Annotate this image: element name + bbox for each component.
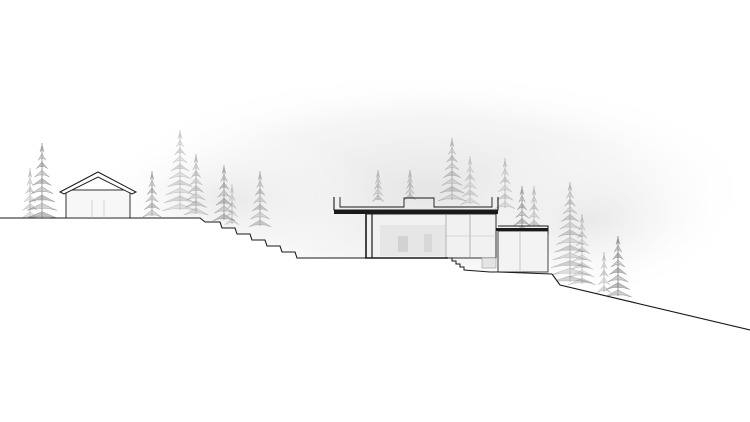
conifer-tree-icon — [547, 182, 593, 284]
conifer-tree-icon — [437, 138, 467, 202]
conifer-tree-icon — [372, 170, 384, 202]
conifer-tree-icon — [20, 168, 40, 219]
conifer-tree-icon — [25, 143, 59, 219]
conifer-tree-icon — [460, 156, 480, 205]
conifer-tree-icon — [596, 252, 612, 293]
conifer-tree-icon — [142, 171, 162, 218]
terrain-line-lower — [551, 273, 750, 331]
conifer-tree-icon — [224, 184, 240, 225]
conifer-tree-icon — [162, 130, 198, 211]
cabin-icon — [58, 171, 138, 219]
conifer-tree-icon — [526, 186, 542, 227]
conifer-tree-icon — [567, 214, 597, 286]
conifer-tree-icon — [212, 165, 236, 222]
conifer-tree-icon — [494, 158, 516, 209]
conifer-tree-icon — [604, 236, 632, 298]
ground-mass — [0, 218, 750, 422]
conifer-tree-icon — [183, 154, 209, 216]
conifer-tree-icon — [248, 171, 272, 228]
house-section — [333, 197, 553, 275]
tree-group — [20, 130, 632, 298]
terrain-line — [0, 217, 365, 259]
